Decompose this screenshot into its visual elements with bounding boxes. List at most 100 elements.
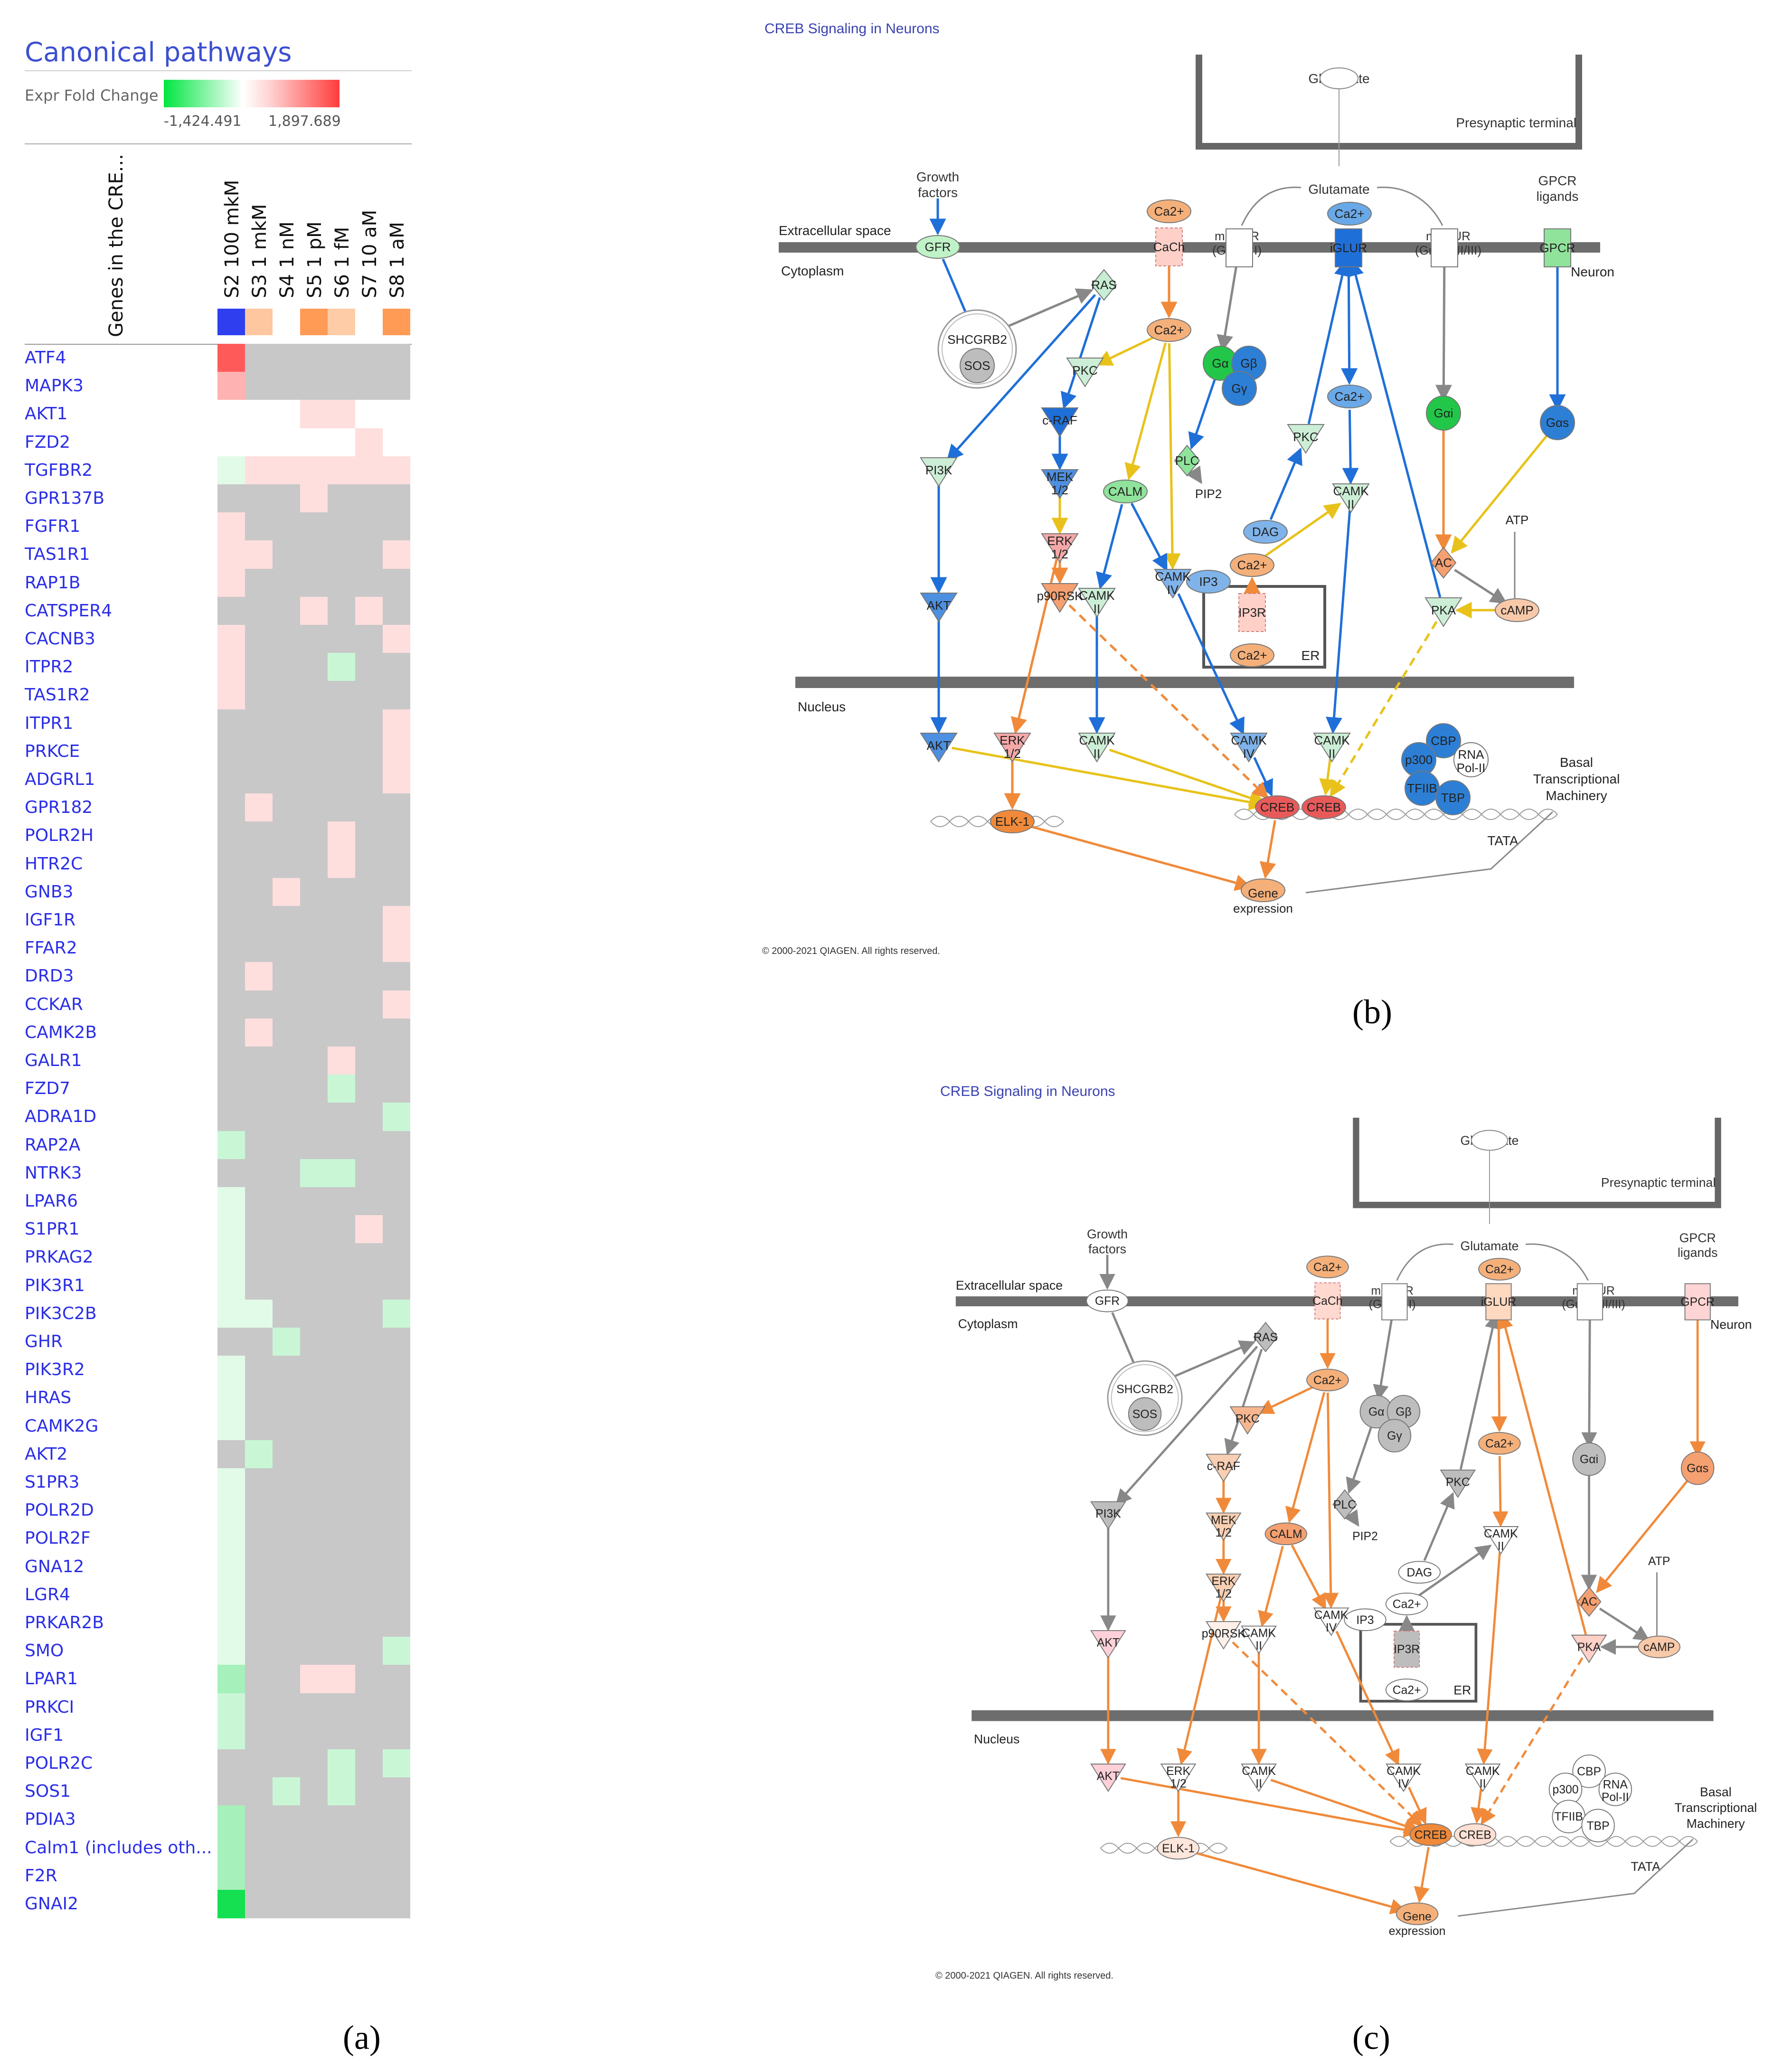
condition-label: S2 100 mkM: [221, 179, 243, 298]
node-shape: [1314, 1282, 1341, 1320]
node-shape: [1041, 407, 1079, 437]
heatmap-cell: [383, 596, 410, 625]
pathway-edge: [1120, 1777, 1420, 1838]
heatmap-cell: [245, 1047, 273, 1075]
node-label-line: MEK: [1211, 1514, 1236, 1527]
node-pip2: PIP2: [1352, 1530, 1378, 1543]
node-label: Gγ: [1387, 1430, 1402, 1443]
node-shape: [1430, 547, 1457, 579]
pathway-edge: [1454, 569, 1508, 604]
node-mglur1: [1381, 1283, 1408, 1321]
node-camp: cAMP: [1495, 598, 1539, 622]
gene-label: GPR182: [25, 798, 93, 818]
pathway-edge: [1451, 432, 1550, 554]
cytoplasm-label: Cytoplasm: [781, 264, 844, 278]
heatmap-cell: [383, 1693, 410, 1722]
heatmap-cell: [355, 428, 383, 457]
node-shape: [1478, 1258, 1521, 1281]
pathway-edge: [1109, 748, 1266, 806]
node-label-line: CAMK: [1386, 1765, 1421, 1778]
node-label: AKT: [1097, 1636, 1120, 1649]
heatmap-cell: [383, 1861, 410, 1890]
node-shape: [1385, 1679, 1428, 1701]
heatmap-cell: [273, 1609, 300, 1637]
node-shape: [1571, 1634, 1607, 1663]
heatmap-cell: [383, 1328, 410, 1356]
heatmap-cell: [383, 681, 410, 710]
er-box: [1359, 1623, 1478, 1703]
node-gfr: GFR: [1086, 1289, 1129, 1312]
node-shape: [1241, 1625, 1277, 1654]
node-label: CREB: [1260, 800, 1294, 814]
gene-label: GPR137B: [25, 489, 105, 508]
node-ac: AC: [1430, 547, 1457, 579]
node-ca2b: Ca2+: [1306, 1368, 1349, 1392]
node-shape: [1598, 1773, 1632, 1806]
pathway-edge: [1323, 1392, 1339, 1609]
heatmap-cell: [273, 400, 300, 429]
pathway-edge: [1458, 1839, 1694, 1917]
heatmap-cell: [300, 1271, 328, 1300]
heatmap-cell: [273, 1693, 300, 1722]
heatmap-cell: [217, 934, 245, 962]
growth-factors-label: Growth: [916, 170, 959, 184]
heatmap-cell: [328, 625, 355, 653]
heatmap-cell: [328, 1356, 355, 1384]
pathway-edge: [1348, 259, 1442, 598]
heatmap-cell: [328, 1271, 355, 1300]
heatmap-panel: Canonical pathways Expr Fold Change -1,4…: [0, 0, 427, 2066]
heatmap-cell: [300, 1047, 328, 1075]
heatmap-cell: [300, 962, 328, 991]
node-shape: [1205, 1512, 1242, 1541]
heatmap-cell: [217, 1693, 245, 1722]
node-shape: [1495, 598, 1539, 622]
gene-label: POLR2C: [25, 1754, 93, 1773]
node-shape: [1332, 1489, 1358, 1520]
pathway-edge: [1190, 1850, 1407, 1915]
heatmap-cell: [217, 1356, 245, 1384]
heatmap-cell: [355, 737, 383, 766]
legend-label: Expr Fold Change: [25, 86, 159, 104]
heatmap-cell: [217, 962, 245, 991]
pathway-edge: [1335, 1631, 1400, 1766]
node-dag: DAG: [1398, 1561, 1441, 1584]
heatmap-cell: [328, 1833, 355, 1862]
pathway-edge: [1217, 261, 1238, 352]
node-label: Gβ: [1240, 356, 1257, 370]
heatmap-cell: [245, 962, 273, 991]
gene-label: FGFR1: [25, 517, 81, 537]
heatmap-cell: [217, 849, 245, 878]
pathway-edge: [1416, 1545, 1492, 1598]
node-label: CBP: [1431, 734, 1456, 748]
heatmap-cell: [383, 1833, 410, 1862]
node-shape: [1086, 1289, 1129, 1312]
node-shape: [1572, 1442, 1606, 1476]
diagram-b-copyright: © 2000-2021 QIAGEN. All rights reserved.: [762, 946, 940, 956]
heatmap-cell: [273, 877, 300, 906]
heatmap-title: Canonical pathways: [25, 37, 292, 68]
panel-label-c: (c): [1352, 2019, 1390, 2057]
heatmap-cell: [383, 1187, 410, 1216]
panel-label-b: (b): [1352, 993, 1392, 1031]
heatmap-cell: [217, 1271, 245, 1300]
pathway-edge: [1599, 1607, 1650, 1641]
heatmap-cell: [245, 512, 273, 541]
heatmap-cell: [273, 1637, 300, 1665]
node-label: PKC: [1072, 363, 1097, 377]
heatmap-cell: [383, 1356, 410, 1384]
pathway-edge: [1435, 261, 1452, 402]
node-sos: SOS: [960, 348, 995, 383]
gpcr-ligands-label: ligands: [1537, 189, 1579, 204]
node-label: SHCGRB2: [947, 332, 1007, 347]
heatmap-cell: [217, 1524, 245, 1553]
node-iglur: iGLUR: [1330, 228, 1367, 267]
node-gi: Gαi: [1572, 1442, 1606, 1476]
node-cach: CaCh: [1153, 227, 1185, 266]
heatmap-cell: [383, 540, 410, 569]
node-shape: [1394, 1631, 1420, 1668]
heatmap-cell: [355, 1609, 383, 1637]
heatmap-cell: [383, 1890, 410, 1918]
heatmap-cell: [300, 1496, 328, 1525]
